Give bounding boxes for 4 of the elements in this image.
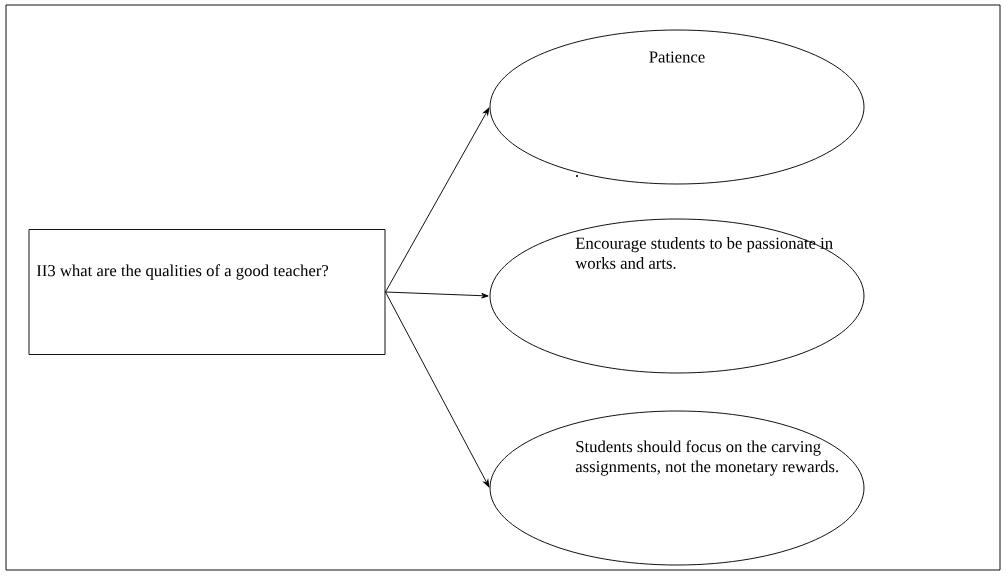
arrow — [385, 291, 490, 488]
text-box: II3 what are the qualities of a good teacher? — [28, 229, 386, 355]
arrow — [385, 107, 490, 293]
arrow — [385, 291, 489, 299]
